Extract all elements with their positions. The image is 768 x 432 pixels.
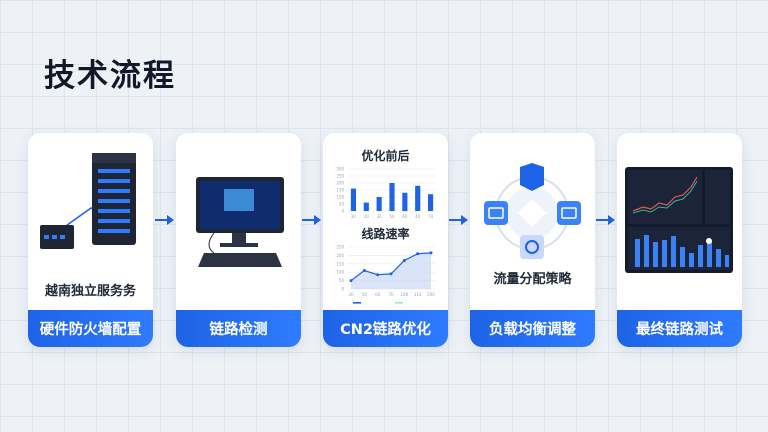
step-label: 最终链路测试 bbox=[617, 310, 742, 347]
legend-swatch bbox=[395, 302, 403, 304]
bar bbox=[428, 194, 434, 211]
legend-swatch bbox=[353, 302, 361, 304]
x-tick-label: 50 bbox=[362, 292, 368, 297]
x-tick-label: 110 bbox=[414, 292, 422, 297]
step-label: 链路检测 bbox=[176, 310, 301, 347]
x-tick-label: 20 bbox=[364, 214, 370, 219]
bar bbox=[389, 183, 395, 211]
bar bbox=[402, 192, 408, 211]
y-tick-label: 250 bbox=[336, 174, 344, 179]
data-point bbox=[416, 252, 420, 256]
area-fill bbox=[351, 252, 431, 289]
data-point bbox=[362, 269, 366, 273]
data-point bbox=[429, 251, 433, 255]
arrow-right-icon bbox=[155, 215, 174, 225]
x-tick-label: 30 bbox=[351, 214, 357, 219]
y-tick-label: 200 bbox=[336, 181, 344, 186]
x-tick-label: 40 bbox=[415, 214, 421, 219]
step-label: 硬件防火墙配置 bbox=[28, 310, 153, 347]
load-balance-hub-icon bbox=[484, 163, 581, 259]
data-point bbox=[402, 258, 406, 262]
arrow-right-icon bbox=[302, 215, 321, 225]
step-label: 负载均衡调整 bbox=[470, 310, 595, 347]
chart-title: 优化前后 bbox=[361, 149, 410, 163]
bar-chart: 300 250 200 150 100 50 0 30 20 30 50 60 40 70 bbox=[336, 167, 437, 219]
y-tick-label: 100 bbox=[336, 195, 344, 200]
y-tick-label: 150 bbox=[336, 188, 344, 193]
y-tick-label: 200 bbox=[336, 253, 344, 258]
y-tick-label: 50 bbox=[339, 278, 345, 283]
step-caption: 流量分配策略 bbox=[493, 272, 572, 287]
server-rack-icon bbox=[40, 153, 136, 249]
monitor-keyboard-icon bbox=[196, 177, 284, 267]
step-card-4: 流量分配策略 负载均衡调整 bbox=[470, 133, 595, 347]
x-tick-label: 200 bbox=[427, 292, 435, 297]
dashboard-screenshot-icon bbox=[625, 167, 733, 273]
x-tick-label: 30 bbox=[348, 292, 354, 297]
x-tick-label: 60 bbox=[402, 214, 408, 219]
y-tick-label: 50 bbox=[339, 202, 345, 207]
x-tick-label: 70 bbox=[428, 214, 434, 219]
arrow-right-icon bbox=[596, 215, 615, 225]
x-tick-label: 70 bbox=[388, 292, 394, 297]
bar bbox=[350, 188, 356, 211]
step-label: CN2链路优化 bbox=[323, 310, 448, 347]
page-title: 技术流程 bbox=[44, 58, 176, 94]
data-point bbox=[376, 273, 380, 277]
bar bbox=[415, 185, 421, 211]
arrow-right-icon bbox=[449, 215, 468, 225]
y-tick-label: 250 bbox=[336, 245, 344, 250]
x-tick-label: 30 bbox=[377, 214, 383, 219]
y-tick-label: 100 bbox=[336, 270, 344, 275]
step-card-5: 最终链路测试 bbox=[617, 133, 742, 347]
chart-title: 线路速率 bbox=[361, 227, 410, 241]
area-chart: 250 200 150 100 50 0 30 50 60 70 100 110 200 bbox=[336, 245, 435, 304]
y-tick-label: 0 bbox=[341, 287, 344, 292]
step-caption: 越南独立服务务 bbox=[44, 284, 136, 299]
data-point bbox=[349, 279, 353, 283]
y-tick-label: 300 bbox=[336, 167, 344, 172]
step-card-1: 越南独立服务务 硬件防火墙配置 bbox=[28, 133, 153, 347]
x-tick-label: 50 bbox=[389, 214, 395, 219]
x-tick-label: 100 bbox=[401, 292, 409, 297]
data-point bbox=[389, 272, 393, 276]
bar bbox=[376, 197, 382, 211]
y-tick-label: 0 bbox=[341, 209, 344, 214]
bar bbox=[363, 202, 369, 211]
y-tick-label: 150 bbox=[336, 261, 344, 266]
step-card-2: 链路检测 bbox=[176, 133, 301, 347]
x-tick-label: 60 bbox=[375, 292, 381, 297]
